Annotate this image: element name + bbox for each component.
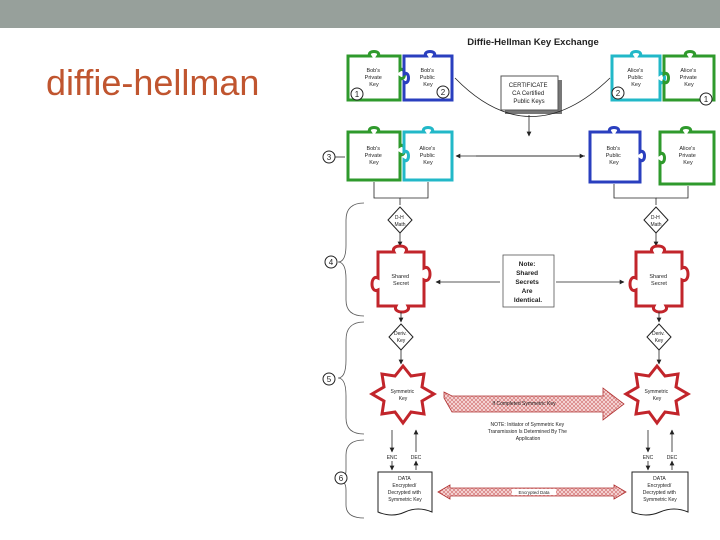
alice-symmetric-key-gear: Symmetric Key bbox=[623, 363, 691, 426]
diagram-title: Diffie-Hellman Key Exchange bbox=[467, 37, 598, 48]
svg-text:Deriv. Key: Deriv. Key bbox=[652, 331, 666, 344]
alice-private-key-piece: Alice's Private Key bbox=[662, 50, 716, 102]
step-1-badge-left: 1 bbox=[350, 87, 364, 101]
svg-text:CERTIFICATE CA Certified: CERTIFICATE CA Certified Public Keys bbox=[509, 83, 549, 105]
bob-private-key-piece: Bob's Private Key bbox=[346, 50, 406, 102]
svg-text:D-H Math: D-H Math bbox=[650, 215, 661, 228]
shared-secret-note: Note: Shared Secrets Are Identical. bbox=[502, 254, 555, 308]
svg-text:If Completed Symmetric Key: If Completed Symmetric Key bbox=[492, 401, 556, 407]
step-6-badge: 6 bbox=[334, 471, 348, 485]
svg-text:Alice's Private Ke: Alice's Private Key bbox=[679, 146, 698, 166]
bob-shared-secret-piece: Shared Secret bbox=[370, 244, 432, 314]
svg-text:4: 4 bbox=[329, 258, 334, 267]
step-2-badge-right: 2 bbox=[611, 86, 625, 100]
bob-private-key-label: Bob's Private Key bbox=[365, 68, 384, 88]
bob-dh-math-diamond: D-H Math bbox=[387, 206, 413, 234]
svg-text:Shared Secret: Shared Secret bbox=[649, 274, 668, 287]
svg-text:6: 6 bbox=[339, 474, 344, 483]
svg-text:DATA Encrypted/ De: DATA Encrypted/ Decrypted with Symmetric… bbox=[388, 476, 423, 503]
bob-row3-private-piece: Bob's Private Key bbox=[346, 126, 406, 182]
bracket-step-4 bbox=[337, 202, 365, 317]
svg-text:D-H Math: D-H Math bbox=[394, 215, 405, 228]
alice-dh-math-diamond: D-H Math bbox=[643, 206, 669, 234]
svg-text:2: 2 bbox=[441, 88, 446, 97]
alice-public-key-label: Alice's Public Key bbox=[627, 68, 644, 88]
key-exchange-arc bbox=[454, 77, 611, 117]
symmetric-key-transfer-arrow: If Completed Symmetric Key bbox=[443, 387, 625, 421]
step-5-badge: 5 bbox=[322, 372, 336, 386]
svg-text:5: 5 bbox=[327, 375, 332, 384]
svg-text:Deriv. Key: Deriv. Key bbox=[394, 331, 408, 344]
svg-text:1: 1 bbox=[355, 90, 360, 99]
bob-data-document: DATA Encrypted/ Decrypted with Symmetric… bbox=[377, 471, 433, 516]
certificate-box: CERTIFICATE CA Certified Public Keys bbox=[500, 75, 562, 114]
svg-text:1: 1 bbox=[704, 95, 709, 104]
step-2-badge-left: 2 bbox=[436, 85, 450, 99]
alice-row3-private-piece: Alice's Private Key bbox=[658, 126, 716, 186]
alice-row3-public-piece: Bob's Public Key bbox=[588, 126, 646, 184]
bracket-step-5 bbox=[337, 321, 365, 435]
alice-public-key-piece: Alice's Public Key bbox=[610, 50, 666, 102]
svg-text:Symmetric Key: Symmetric Key bbox=[644, 389, 669, 402]
step-3-badge: 3 bbox=[322, 150, 336, 164]
alice-private-key-label: Alice's Private Key bbox=[680, 68, 699, 88]
slide-title: diffie-hellman bbox=[46, 62, 260, 103]
initiator-note: NOTE: Initiator of Symmetric Key Transmi… bbox=[488, 422, 569, 442]
svg-text:Symmetric Key: Symmetric Key bbox=[390, 389, 415, 402]
svg-text:Shared Secret: Shared Secret bbox=[391, 274, 410, 287]
alice-dec-label: DEC bbox=[667, 455, 678, 461]
svg-text:DATA Encrypted/ De: DATA Encrypted/ Decrypted with Symmetric… bbox=[643, 476, 678, 503]
bob-row3-public-piece: Alice's Public Key bbox=[402, 126, 454, 182]
alice-enc-label: ENC bbox=[643, 455, 654, 461]
bob-enc-label: ENC bbox=[387, 455, 398, 461]
bob-derive-key-diamond: Deriv. Key bbox=[388, 323, 414, 351]
bob-symmetric-key-gear: Symmetric Key bbox=[369, 363, 437, 426]
bob-public-key-label: Bob's Public Key bbox=[420, 68, 437, 88]
bob-dec-label: DEC bbox=[411, 455, 422, 461]
svg-text:3: 3 bbox=[327, 153, 332, 162]
svg-text:Bob's Private Key: Bob's Private Key bbox=[365, 146, 384, 166]
alice-shared-secret-piece: Shared Secret bbox=[628, 244, 690, 314]
encrypted-data-bar: Encrypted Data bbox=[437, 484, 627, 500]
alice-data-document: DATA Encrypted/ Decrypted with Symmetric… bbox=[631, 471, 689, 516]
step-1-badge-right: 1 bbox=[699, 92, 713, 106]
svg-text:Note: Shared Secre: Note: Shared Secrets Are Identical. bbox=[514, 261, 542, 304]
svg-text:Encrypted Data: Encrypted Data bbox=[518, 490, 550, 495]
svg-text:2: 2 bbox=[616, 89, 621, 98]
alice-derive-key-diamond: Deriv. Key bbox=[646, 323, 672, 351]
step-4-badge: 4 bbox=[324, 255, 338, 269]
top-bar bbox=[0, 0, 720, 28]
svg-text:Bob's Public Key: Bob's Public Key bbox=[606, 146, 623, 166]
svg-text:Alice's Public Key: Alice's Public Key bbox=[419, 146, 436, 166]
